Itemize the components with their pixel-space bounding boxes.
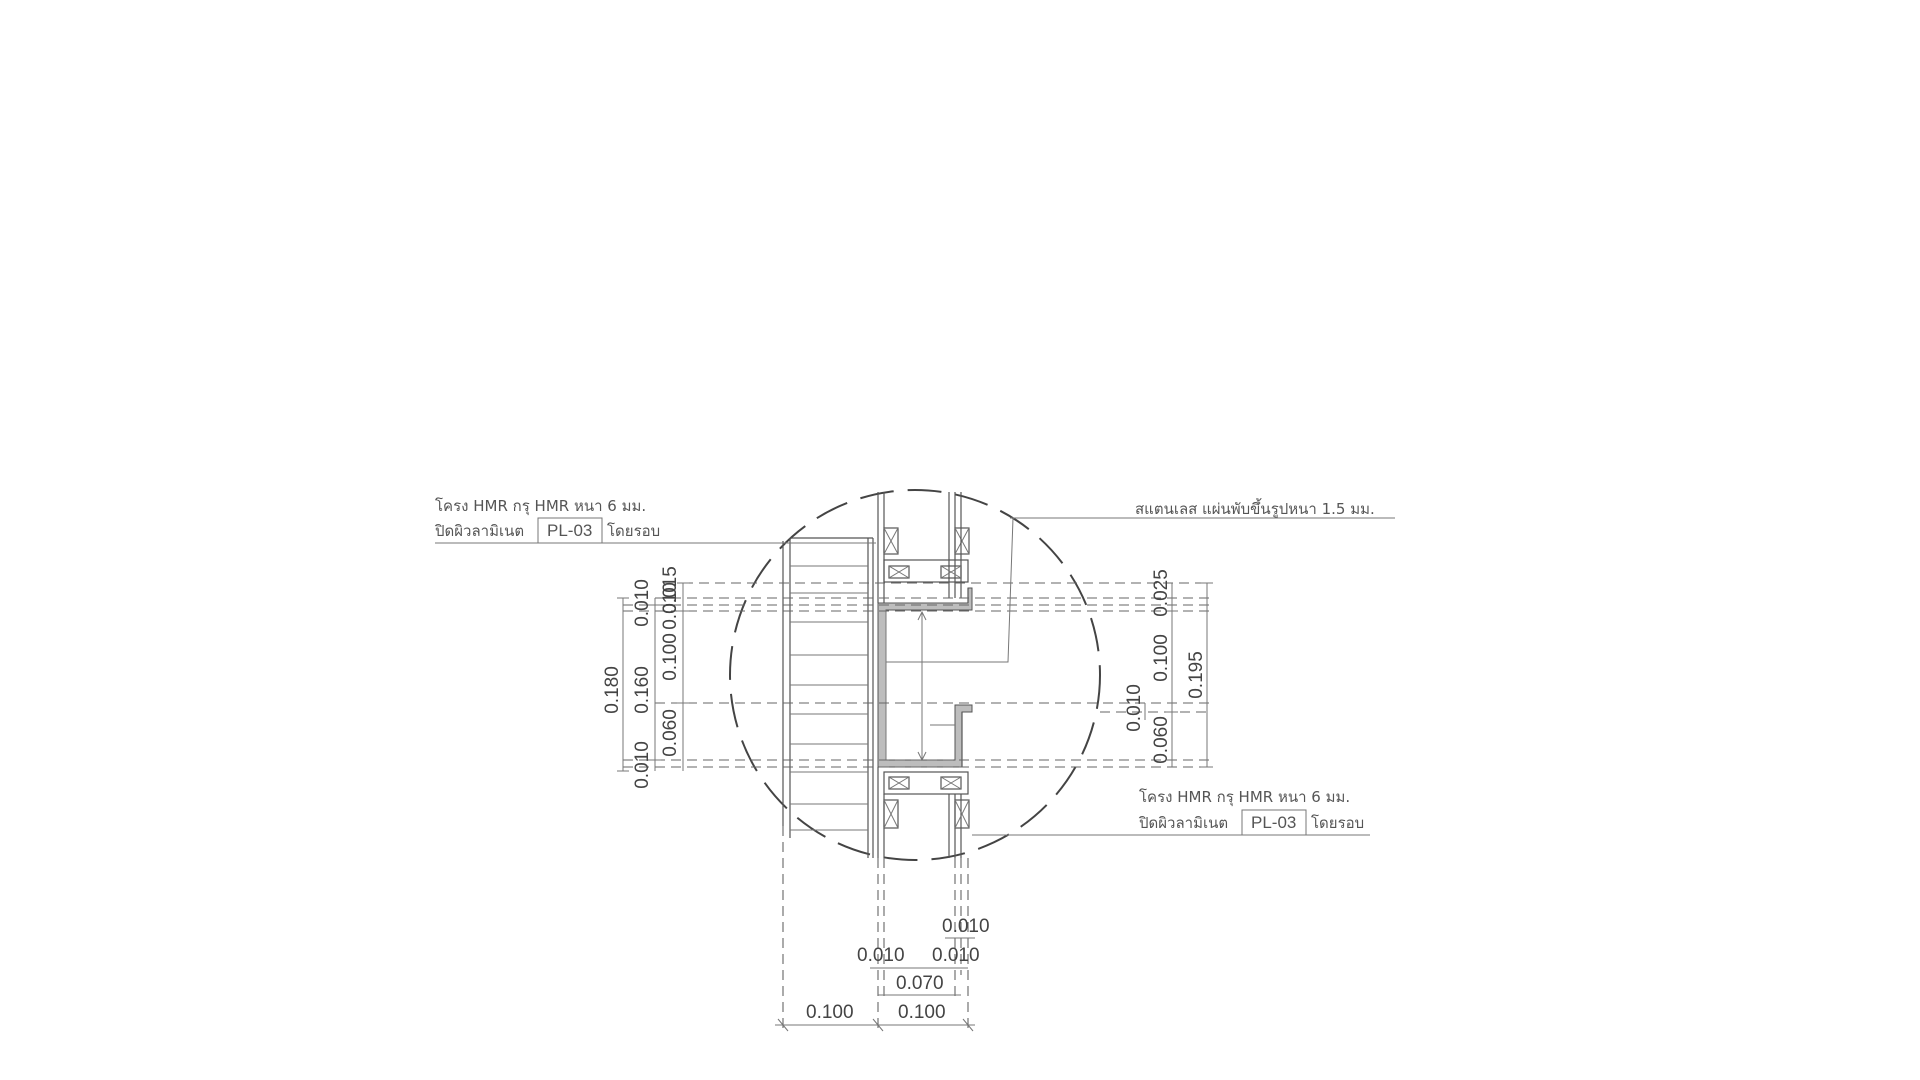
tag-top-left: PL-03 — [547, 521, 592, 540]
dim-bottom-010-left: 0.010 — [857, 945, 905, 966]
note-top-left-line2-prefix: ปิดผิวลามิเนต — [434, 522, 524, 540]
right-dimension-lines — [1144, 582, 1213, 768]
bottom-frame — [877, 767, 970, 858]
dim-right-025: 0.025 — [1151, 569, 1172, 617]
vertical-extension-lines — [782, 826, 969, 1030]
tag-box-top-left — [537, 517, 603, 544]
note-top-right: สแตนเลส แผ่นพับขึ้นรูปหนา 1.5 มม. — [1135, 498, 1375, 518]
dim-inner-100: 0.100 — [660, 633, 681, 681]
stainless-profile — [877, 587, 973, 768]
bottom-dimension-lines — [775, 937, 975, 1032]
dim-bottom-010-right: 0.010 — [932, 945, 980, 966]
dim-left-top-010: 0.010 — [632, 579, 653, 627]
detail-circle — [729, 489, 1101, 861]
dim-bottom-100-right: 0.100 — [898, 1002, 946, 1023]
dim-left-bottom-010: 0.010 — [632, 741, 653, 789]
note-bottom-right-line1: โครง HMR กรุ HMR หนา 6 มม. — [1139, 788, 1350, 807]
dim-inner-010: 0.010 — [660, 582, 681, 630]
dim-bottom-010-top: 0.010 — [942, 916, 990, 937]
extension-lines — [623, 582, 1210, 768]
dim-right-060: 0.060 — [1151, 716, 1172, 764]
note-top-left-line1: โครง HMR กรุ HMR หนา 6 มม. — [435, 497, 646, 516]
note-top-left-line2-suffix: โดยรอบ — [607, 522, 660, 540]
dim-right-100: 0.100 — [1151, 634, 1172, 682]
dim-right-195: 0.195 — [1186, 651, 1207, 699]
tag-box-bottom-right — [1241, 809, 1307, 836]
left-dimension-lines — [617, 582, 689, 772]
dim-left-outer: 0.180 — [602, 666, 623, 714]
dim-bottom-100-left: 0.100 — [806, 1002, 854, 1023]
top-frame — [877, 492, 970, 603]
dim-inner-060: 0.060 — [660, 709, 681, 757]
dim-inner-015: 0.015 — [660, 566, 681, 614]
note-bottom-right-line2-suffix: โดยรอบ — [1311, 814, 1364, 832]
note-bottom-right-line2-prefix: ปิดผิวลามิเนต — [1138, 814, 1228, 832]
dim-bottom-070: 0.070 — [896, 973, 944, 994]
tag-bottom-right: PL-03 — [1251, 813, 1296, 832]
dim-left-mid: 0.160 — [632, 666, 653, 714]
dim-right-010: 0.010 — [1124, 684, 1145, 732]
left-panel — [782, 537, 874, 858]
